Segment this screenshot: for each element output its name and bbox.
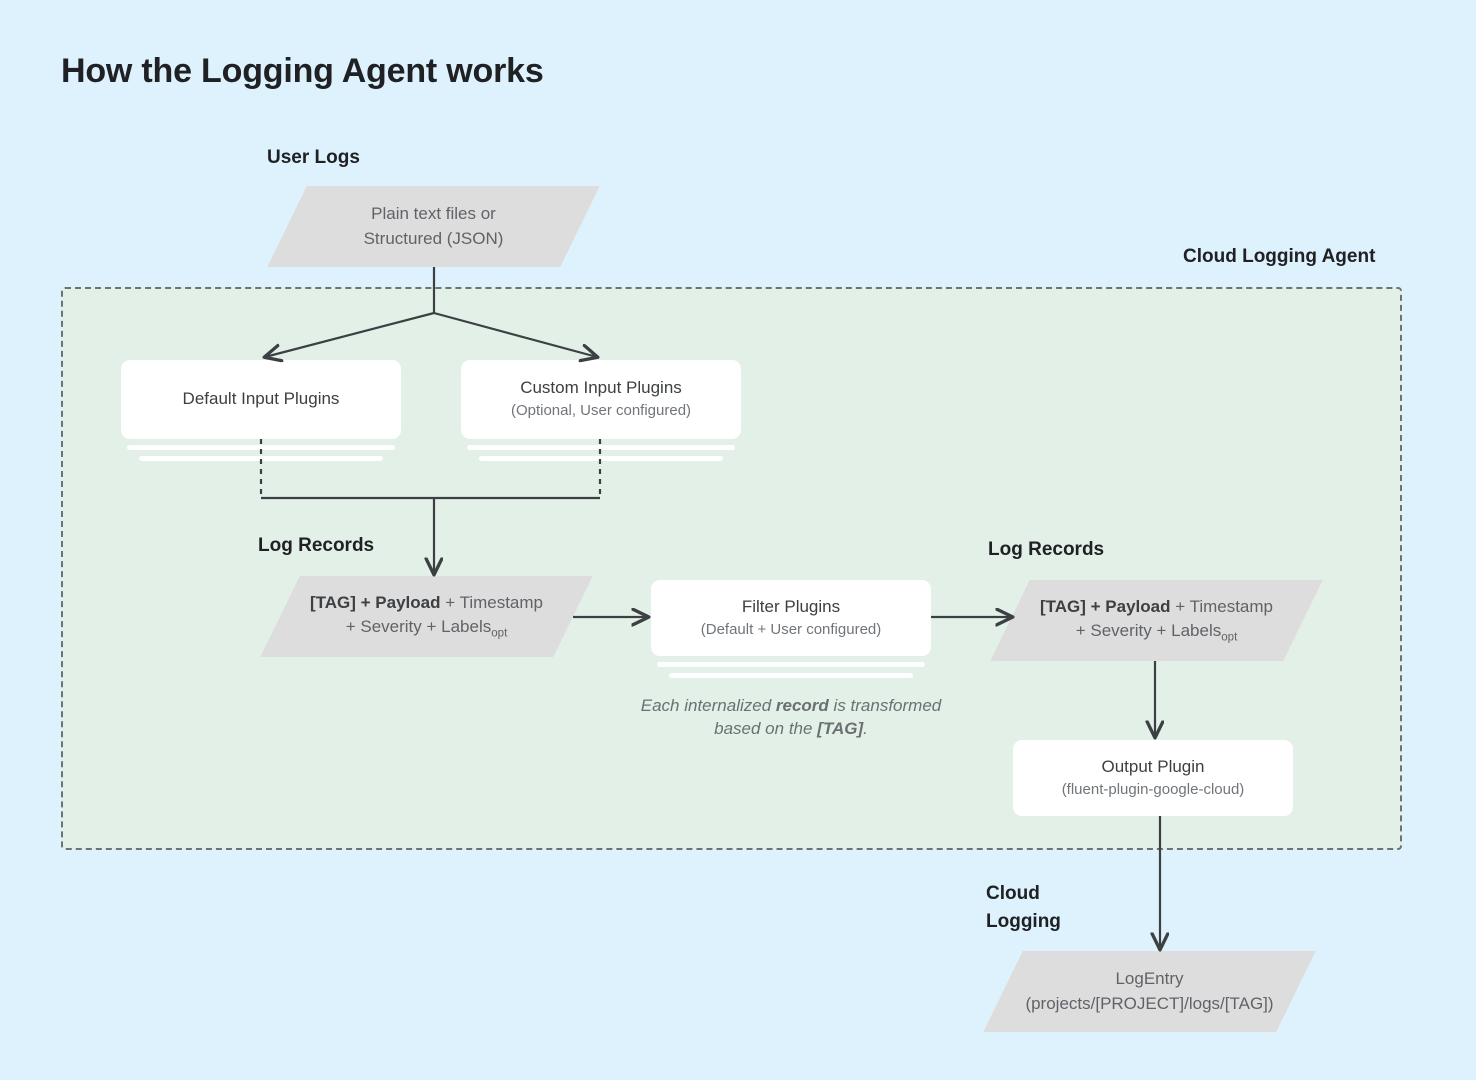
- label-log-records-left: Log Records: [258, 535, 375, 556]
- node-custom-input-plugins[interactable]: Custom Input Plugins (Optional, User con…: [461, 360, 741, 461]
- user-logs-line1: Plain text files or: [371, 204, 496, 224]
- log-record-left-line2: + Severity + Labels: [345, 617, 492, 637]
- output-plugin-subtitle: (fluent-plugin-google-cloud): [1061, 780, 1245, 798]
- default-input-plugins-title: Default Input Plugins: [182, 389, 340, 409]
- custom-input-plugins-subtitle: (Optional, User configured): [510, 402, 692, 420]
- log-entry-subtitle: (projects/[PROJECT]/logs/[TAG]): [1025, 993, 1274, 1013]
- filter-note-tag: [TAG]: [817, 719, 864, 739]
- node-user-logs-source: Plain text files or Structured (JSON): [287, 186, 580, 267]
- node-filter-plugins[interactable]: Filter Plugins (Default + User configure…: [651, 580, 931, 678]
- output-plugin-title: Output Plugin: [1101, 756, 1205, 776]
- custom-input-plugins-title: Custom Input Plugins: [520, 378, 682, 398]
- label-log-records-right: Log Records: [988, 539, 1105, 560]
- filter-plugins-subtitle: (Default + User configured): [700, 620, 882, 638]
- page-title: How the Logging Agent works: [61, 52, 544, 90]
- filter-plugins-title: Filter Plugins: [741, 596, 841, 616]
- log-entry-title: LogEntry: [1115, 969, 1184, 989]
- filter-plugins-note: Each internalized record is transformed …: [621, 694, 961, 741]
- label-cloud-logging: Cloud Logging: [986, 883, 1061, 932]
- log-record-right-line2: + Severity + Labels: [1075, 621, 1222, 641]
- label-cloud-logging-agent: Cloud Logging Agent: [1183, 246, 1376, 267]
- label-user-logs: User Logs: [267, 147, 360, 168]
- node-output-plugin[interactable]: Output Plugin (fluent-plugin-google-clou…: [1013, 740, 1293, 816]
- log-record-right-tag: [TAG] + Payload: [1039, 597, 1171, 617]
- node-log-entry: LogEntry (projects/[PROJECT]/logs/[TAG]): [1003, 951, 1296, 1032]
- user-logs-line2: Structured (JSON): [363, 228, 504, 248]
- log-record-left-rest: + Timestamp: [440, 593, 544, 613]
- node-log-record-right: [TAG] + Payload + Timestamp + Severity +…: [1010, 580, 1303, 661]
- filter-note-seg5: .: [863, 719, 868, 739]
- node-default-input-plugins[interactable]: Default Input Plugins: [121, 360, 401, 461]
- log-record-left-subscript: opt: [491, 627, 508, 640]
- filter-note-seg1: Each internalized: [640, 696, 776, 715]
- filter-note-seg3: is transformed based on the: [714, 696, 942, 739]
- filter-note-record: record: [775, 696, 829, 715]
- log-record-left-tag: [TAG] + Payload: [309, 593, 441, 613]
- node-log-record-left: [TAG] + Payload + Timestamp + Severity +…: [280, 576, 573, 657]
- log-record-right-rest: + Timestamp: [1170, 597, 1274, 617]
- log-record-right-subscript: opt: [1221, 631, 1238, 644]
